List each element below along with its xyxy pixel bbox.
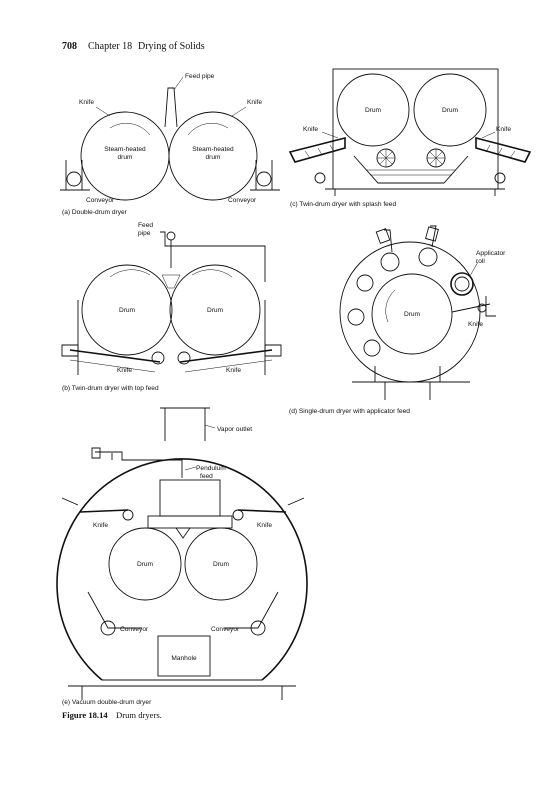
panel-e-pendulum-label-line2: feed <box>200 473 213 480</box>
panel-a-caption: (a) Double-drum dryer <box>62 209 128 216</box>
chapter-title: Drying of Solids <box>138 41 205 52</box>
panel-a-conveyor-right-label: Conveyor <box>228 197 257 204</box>
panel-a-drum-left-line1: Steam-heated <box>104 146 146 153</box>
panel-c-drum-left <box>336 73 410 147</box>
panel-c-trough <box>353 155 469 184</box>
panel-a-double-drum-dryer: Feed pipe Steam-heated drum Steam-heated… <box>60 73 280 216</box>
panel-e-conveyor-left-label: Conveyor <box>120 626 149 633</box>
panel-c-drum-right-label: Drum <box>442 107 459 114</box>
panel-b-knife-bar-left <box>69 349 161 363</box>
panel-a-feed-pipe-shape <box>164 87 178 128</box>
panel-c-knife-right-label: Knife <box>496 126 511 133</box>
panel-c-caption: (c) Twin-drum dryer with splash feed <box>290 201 396 208</box>
panel-d-drum <box>371 273 453 355</box>
panel-e-drum-left <box>108 527 182 601</box>
panel-e-vapor-outlet <box>164 407 206 441</box>
panel-e-vapor-outlet-label: Vapor outlet <box>217 426 252 433</box>
panel-d-applicator-label-line1: Applicator <box>476 250 506 257</box>
panel-c-knife-right <box>475 136 532 163</box>
panel-b-top-feed-dryer: Feed pipe Drum Drum Knife Knife (b) Twin… <box>61 222 282 392</box>
panel-a-drum-left-line2: drum <box>117 154 133 161</box>
panel-d-knife <box>451 296 496 317</box>
panel-e-conveyor-right-label: Conveyor <box>211 626 240 633</box>
panel-b-feed-label-line2: pipe <box>138 230 151 237</box>
panel-b-feed-pipe <box>160 231 266 282</box>
panel-e-pendulum-label-line1: Pendulum <box>196 465 226 472</box>
panel-c-knife-left <box>288 136 346 163</box>
panel-a-conveyor-roll-right <box>256 171 272 187</box>
panel-d-knife-label: Knife <box>468 321 483 328</box>
panel-e-knife-left-label: Knife <box>93 522 108 529</box>
panel-d-drum-label: Drum <box>404 311 421 318</box>
chapter-label: Chapter 18 <box>88 41 132 52</box>
panel-b-knife-bar-right <box>179 349 273 363</box>
panel-e-vacuum-dryer: Vapor outlet Pendulum feed Drum Drum Kni… <box>56 407 308 706</box>
figure-number: Figure 18.14 <box>62 710 108 720</box>
panel-d-caption: (d) Single-drum dryer with applicator fe… <box>289 408 410 415</box>
panel-e-drum-right <box>184 527 258 601</box>
panel-e-drum-right-label: Drum <box>213 561 230 568</box>
panel-b-drum-right <box>169 264 261 356</box>
panel-e-manhole-label: Manhole <box>171 655 197 662</box>
panel-c-drum-left-label: Drum <box>365 107 382 114</box>
panel-b-drum-left <box>81 264 173 356</box>
page-number: 708 <box>62 41 77 52</box>
panel-c-drum-right <box>413 73 487 147</box>
panel-c-housing <box>332 68 499 190</box>
panel-b-drum-left-label: Drum <box>119 307 136 314</box>
panel-a-feed-pipe-label: Feed pipe <box>185 73 215 80</box>
panel-d-applicator-roll <box>450 272 474 296</box>
panel-c-splash-feed-dryer: Drum Drum Knife Knife (c) Twin-drum drye… <box>288 68 532 208</box>
panel-e-vessel <box>56 458 308 681</box>
panel-a-conveyor-roll-left <box>66 171 82 187</box>
panel-a-conveyor-left-label: Conveyor <box>86 197 115 204</box>
panel-b-knife-left-label: Knife <box>117 367 132 374</box>
panel-d-applicator-label-line2: roll <box>476 258 485 265</box>
panel-a-drum-right <box>168 111 258 201</box>
panel-e-caption: (e) Vacuum double-drum dryer <box>62 699 152 706</box>
panel-e-feed-box <box>159 479 221 517</box>
panel-a-knife-left-label: Knife <box>79 99 94 106</box>
panel-e-manhole <box>157 635 211 677</box>
panel-a-drum-right-line2: drum <box>205 154 221 161</box>
panel-b-feed-label-line1: Feed <box>138 222 153 229</box>
panel-b-drum-right-label: Drum <box>207 307 224 314</box>
panel-e-drum-left-label: Drum <box>137 561 154 568</box>
panel-a-drum-right-line1: Steam-heated <box>192 146 234 153</box>
panel-c-knife-left-label: Knife <box>303 126 318 133</box>
panel-b-caption: (b) Twin-drum dryer with top feed <box>62 385 159 392</box>
figure-title: Drum dryers. <box>116 710 162 720</box>
panel-d-applicator-feed-dryer: Drum Applicator roll Knife (d) Single-dr… <box>289 225 506 415</box>
panel-e-knife-right-label: Knife <box>257 522 272 529</box>
panel-b-knife-right-label: Knife <box>226 367 241 374</box>
panel-a-knife-right-label: Knife <box>247 99 262 106</box>
